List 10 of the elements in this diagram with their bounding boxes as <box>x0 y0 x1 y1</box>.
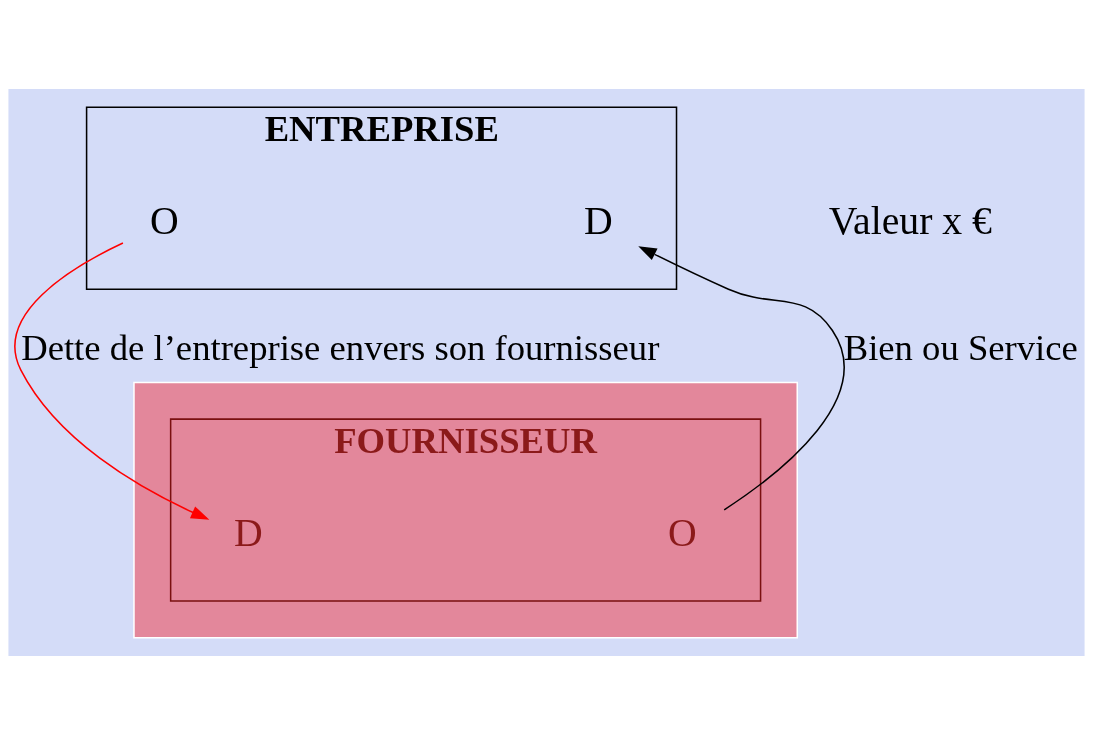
node-text: D <box>584 198 613 243</box>
node-text: O <box>668 510 697 555</box>
edge-label: Bien ou Service <box>843 326 1078 368</box>
cluster <box>133 381 799 638</box>
label: Valeur x € <box>828 198 992 243</box>
edge-label: Dette de l’entreprise envers son fournisseur <box>21 326 660 368</box>
arrow <box>14 241 210 520</box>
node-text: D <box>234 510 263 555</box>
arrow <box>638 245 845 511</box>
node-text: O <box>150 198 179 243</box>
